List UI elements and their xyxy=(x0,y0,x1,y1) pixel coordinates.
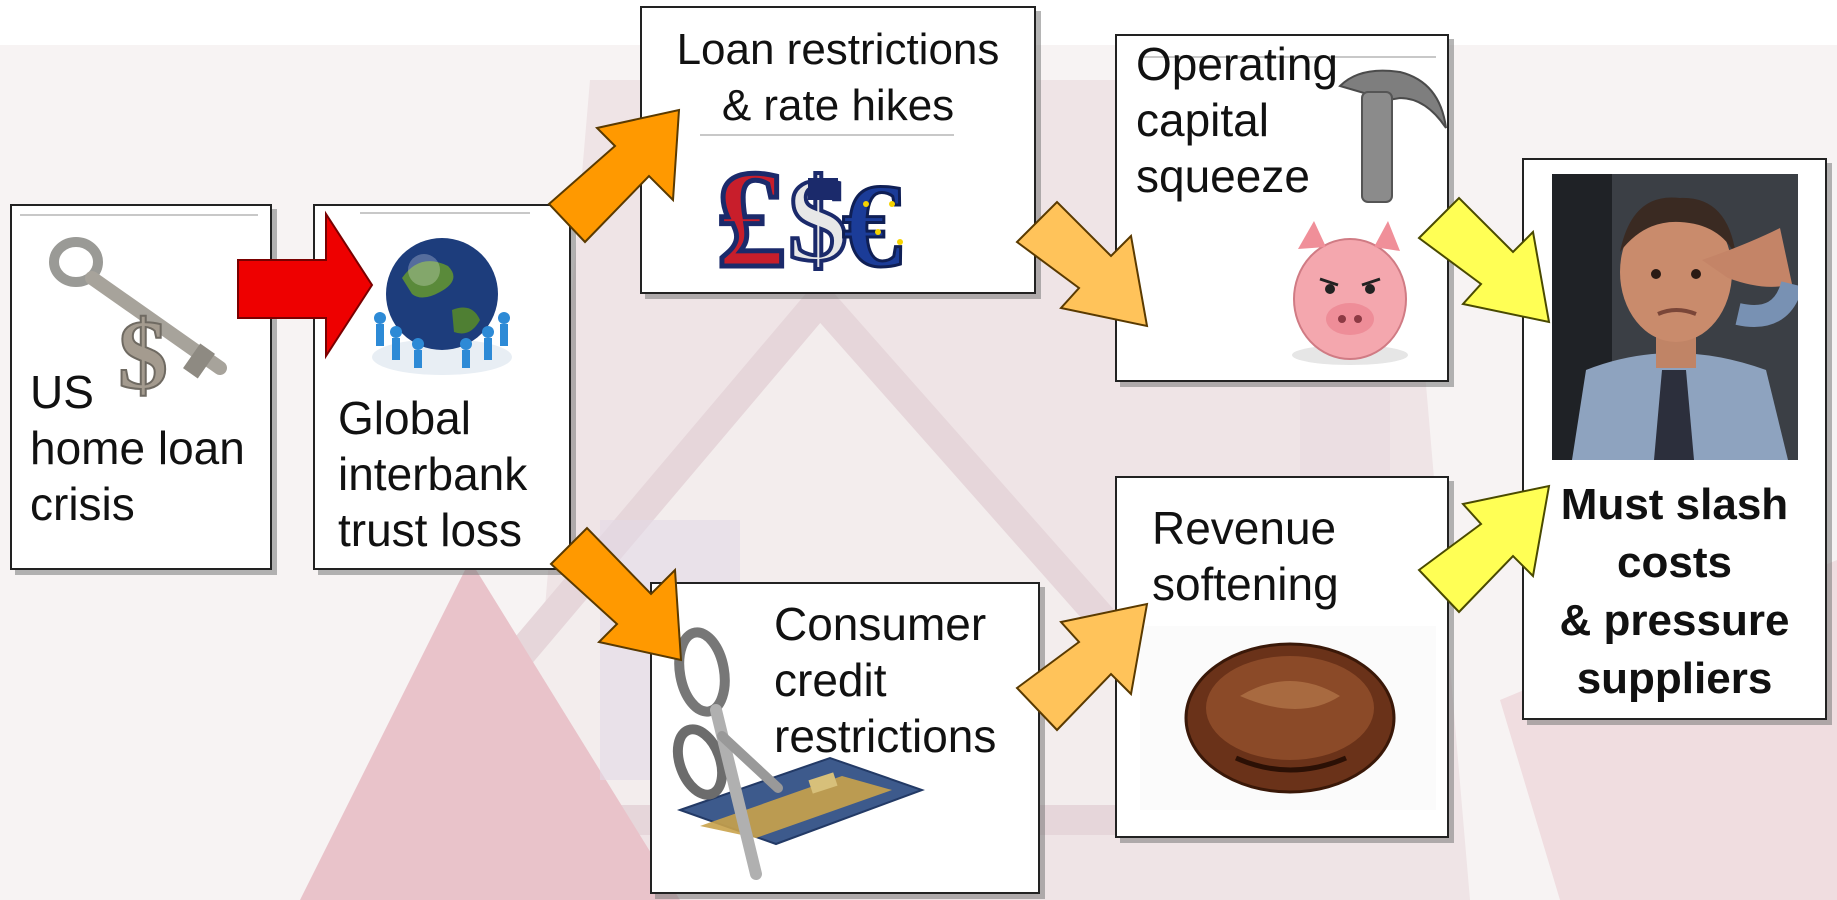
svg-text:$: $ xyxy=(118,299,168,398)
global-trust-label: Global interbank trust loss xyxy=(338,392,528,556)
penny-icon xyxy=(1140,626,1436,810)
us-crisis-label: US home loan crisis xyxy=(30,366,245,530)
key-dollar-icon: $ xyxy=(49,237,227,398)
arrow-yellow-upper xyxy=(1417,196,1551,324)
divider xyxy=(1140,56,1436,58)
svg-text:£: £ xyxy=(716,142,786,278)
arrow-red xyxy=(237,210,374,360)
stressed-man-photo xyxy=(1552,174,1798,460)
piggy-bank-icon xyxy=(1292,221,1408,365)
divider xyxy=(360,212,530,214)
arrow-yellow-lower xyxy=(1417,484,1551,614)
arrow-orange-up xyxy=(547,108,681,244)
consumer-credit-label: Consumer credit restrictions xyxy=(774,598,997,762)
globe-people-icon xyxy=(372,238,512,375)
arrow-orange-down xyxy=(549,526,683,662)
outcome-label: Must slash costs & pressure suppliers xyxy=(1559,480,1790,703)
operating-capital-label: Operating capital squeeze xyxy=(1136,38,1339,202)
arrow-light-orange-lower xyxy=(1015,602,1149,732)
divider xyxy=(20,214,258,216)
node-loan-restrictions xyxy=(640,6,1036,294)
revenue-label: Revenue softening xyxy=(1152,502,1339,610)
arrow-light-orange-upper xyxy=(1015,200,1149,328)
scissors-card-icon xyxy=(672,627,925,880)
hammer-icon xyxy=(1338,69,1447,203)
currency-symbols-icon: £ $ € xyxy=(716,140,904,279)
svg-text:€: € xyxy=(842,159,902,278)
loan-restrictions-label: Loan restrictions & rate hikes xyxy=(676,25,1000,130)
divider xyxy=(700,134,954,136)
svg-text:$: $ xyxy=(788,153,848,278)
